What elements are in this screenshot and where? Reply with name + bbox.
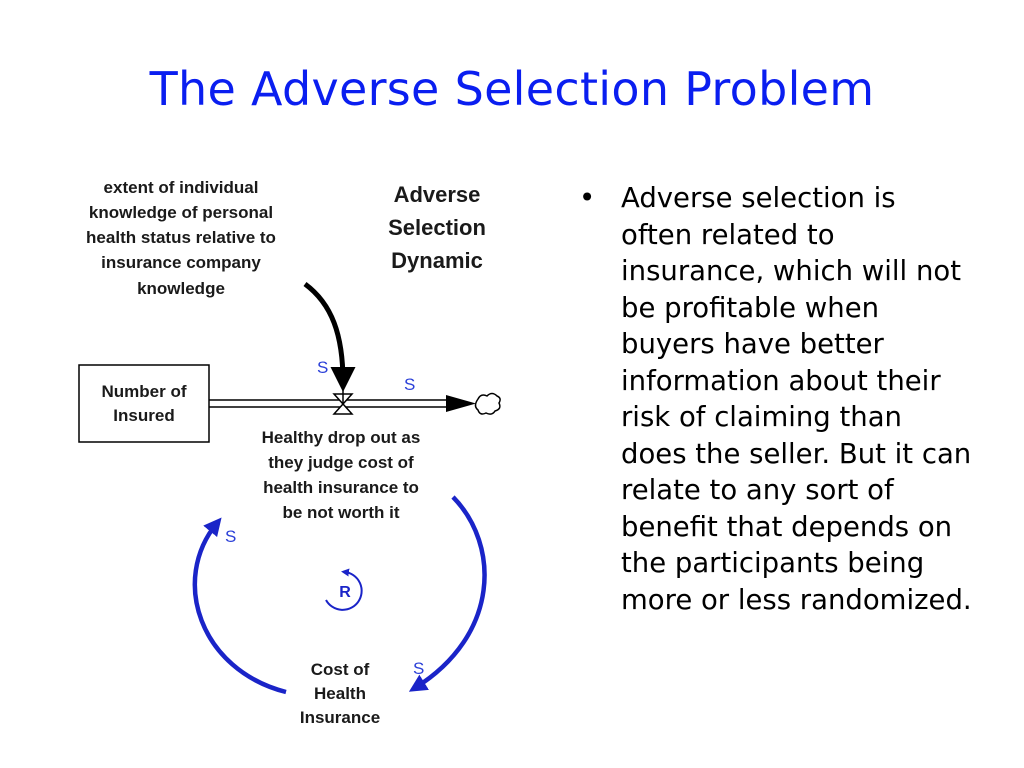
bullet-dot-icon: • [579, 182, 596, 214]
knowledge-variable-line-2: knowledge of personal [89, 203, 273, 222]
cost-label-line-2: Health [314, 684, 366, 703]
knowledge-causal-arrow [303, 281, 356, 392]
loop-arrow-cost-to-flow [192, 517, 287, 695]
polarity-s-right: S [413, 659, 424, 678]
stock-label-line-2: Insured [113, 406, 174, 425]
polarity-s-flow: S [404, 375, 415, 394]
bullet-text: Adverse selection is often related to in… [621, 182, 972, 616]
flow-label-line-2: they judge cost of [268, 453, 414, 472]
flow-label-line-4: be not worth it [282, 503, 399, 522]
flow-label-line-1: Healthy drop out as [262, 428, 421, 447]
polarity-s-knowledge: S [317, 358, 328, 377]
knowledge-variable-line-4: insurance company [101, 253, 261, 272]
bullet-list: • Adverse selection is often related to … [575, 180, 975, 618]
flow-label-line-3: health insurance to [263, 478, 419, 497]
stock-number-of-insured [78, 364, 210, 443]
stock-label-line-1: Number of [102, 382, 187, 401]
knowledge-variable-line-5: knowledge [137, 279, 225, 298]
knowledge-variable-line-1: extent of individual [104, 178, 259, 197]
diagram-heading-line-2: Selection [388, 215, 486, 240]
reinforcing-loop-icon [325, 568, 363, 611]
cost-label-line-3: Insurance [300, 708, 380, 727]
loop-arrow-flow-to-cost [408, 495, 487, 692]
cost-label-line-1: Cost of [311, 660, 370, 679]
polarity-s-left: S [225, 527, 236, 546]
knowledge-variable-line-3: health status relative to [86, 228, 276, 247]
diagram-heading-line-1: Adverse [394, 182, 481, 207]
flow-arrow-head [446, 395, 476, 412]
bullet-item: • Adverse selection is often related to … [575, 180, 975, 618]
diagram-heading-line-3: Dynamic [391, 248, 483, 273]
slide-title: The Adverse Selection Problem [149, 62, 875, 116]
reinforcing-loop-label: R [339, 584, 351, 601]
cloud-sink-icon [474, 392, 501, 415]
